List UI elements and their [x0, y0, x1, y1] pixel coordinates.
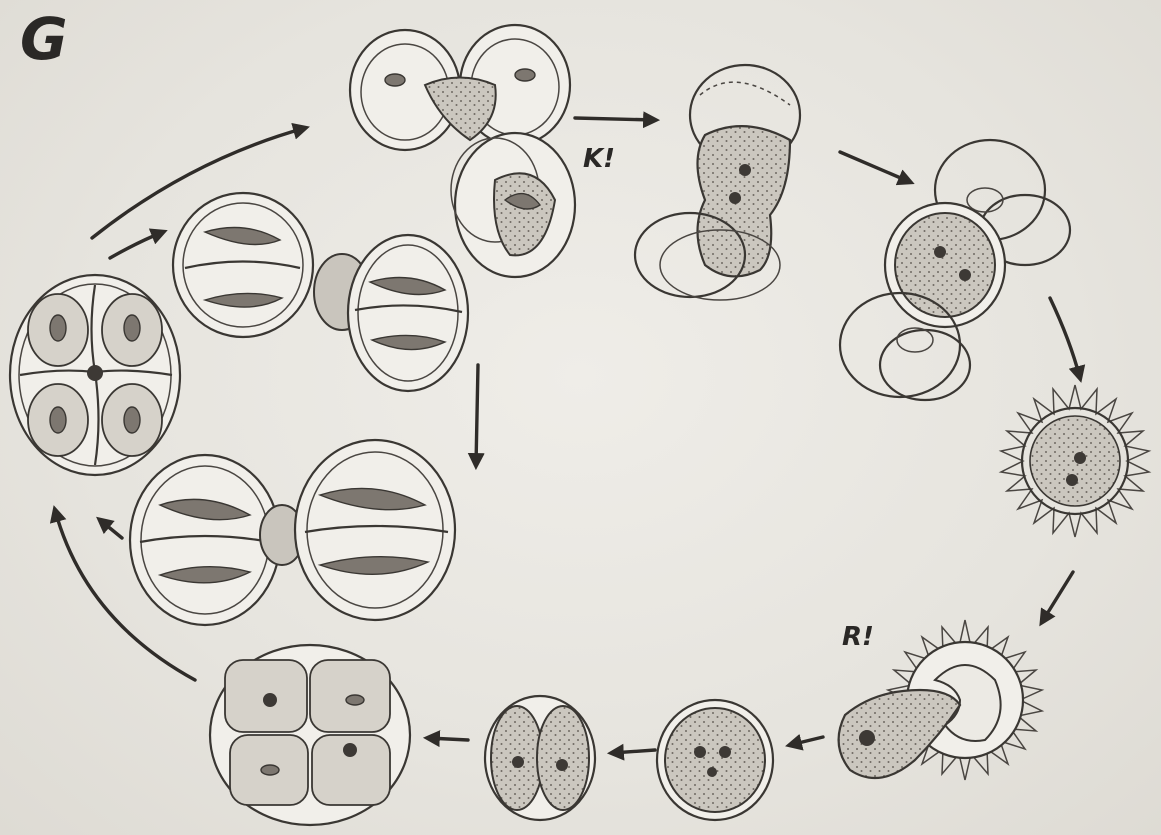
arrow-germination-to-single	[790, 737, 823, 745]
arrow-upper-pair-down	[476, 365, 478, 465]
arrow-spore-to-germination	[1042, 572, 1073, 622]
arrow-lower-pair-to-left	[100, 520, 122, 538]
cell-karyogamy-pair	[350, 25, 575, 277]
cell-single-germling	[657, 700, 773, 820]
arrow-zygote-to-walls	[840, 152, 910, 182]
arrow-inner-left-to-top	[110, 232, 163, 258]
reduction-label: R!	[842, 624, 874, 650]
cell-budding-pair-lower	[130, 440, 455, 625]
cell-spiny-zygospore	[1001, 385, 1149, 537]
cell-budding-pair-upper	[173, 193, 468, 391]
arrow-two-to-colony	[428, 738, 468, 740]
cell-fused-zygote	[635, 65, 800, 300]
cell-four-celled-colony	[10, 275, 180, 475]
arrow-top-to-zygote	[575, 118, 655, 120]
cell-zygote-empty-walls	[840, 140, 1070, 400]
panel-letter: G	[20, 10, 68, 68]
cell-two-celled	[485, 696, 595, 820]
karyogamy-label: K!	[583, 146, 615, 172]
arrow-single-to-two	[612, 750, 655, 753]
arrow-walls-to-spore	[1050, 298, 1080, 378]
cell-young-colony	[210, 645, 410, 825]
